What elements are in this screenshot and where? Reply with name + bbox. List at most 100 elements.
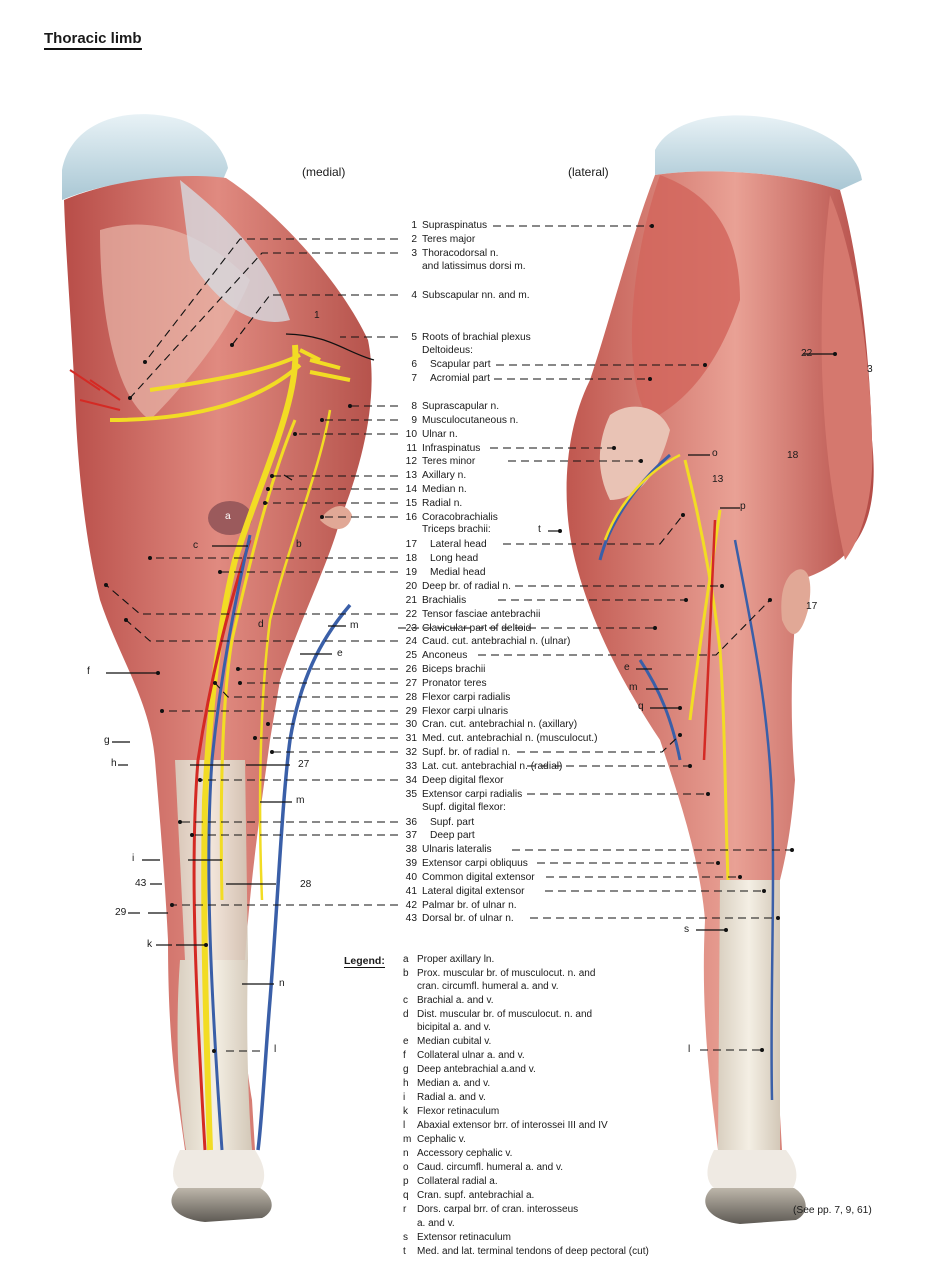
leader-dots [104,224,837,1053]
see-also-reference: (See pp. 7, 9, 61) [793,1205,872,1216]
deltoideus-heading: Deltoideus: [422,345,473,356]
tag-e: e [337,648,343,659]
tag-s: s [684,924,690,935]
label-row: and latissimus dorsi m. [422,261,526,272]
legend-row: cran. circumfl. humeral a. and v. [417,981,559,992]
tag-l-lateral: l [688,1044,691,1055]
tag-i: i [132,853,135,864]
tag-m: m [350,620,359,631]
tag-k: k [147,939,153,950]
tag-g: g [104,735,110,746]
lateral-view-label: (lateral) [568,165,609,179]
tag-p: p [740,501,746,512]
tag-m: m [296,795,305,806]
tag-l: l [274,1044,277,1055]
tag-28: 28 [300,879,312,890]
tag-h: h [111,758,117,769]
medial-view-label: (medial) [302,165,346,179]
tag-n: n [279,978,285,989]
supf-flexor-heading: Supf. digital flexor: [422,802,506,813]
tag-d: d [258,619,264,630]
tag-1: 1 [314,310,320,321]
tag-29: 29 [115,907,127,918]
tag-q: q [638,701,644,712]
tag-17: 17 [806,601,818,612]
tag-o: o [712,448,718,459]
tag-f: f [87,666,90,677]
page-title: Thoracic limb [44,30,142,50]
tag-18: 18 [787,450,799,461]
triceps-heading: Triceps brachii: [422,524,491,535]
tag-e-lateral: e [624,662,630,673]
tag-13: 13 [712,474,724,485]
tick-leaders [106,333,835,985]
tag-27: 27 [298,759,310,770]
tag-3: 3 [867,364,873,375]
legend-title: Legend: [344,955,385,968]
legend-row: a. and v. [417,1218,455,1229]
tag-c: c [193,540,199,551]
medial-limb-drawing [62,114,372,1222]
leader-lines [105,225,792,1052]
tag-t: t [538,524,541,535]
lateral-limb-drawing [566,115,874,1224]
tag-43: 43 [135,878,147,889]
tag-22: 22 [801,348,813,359]
